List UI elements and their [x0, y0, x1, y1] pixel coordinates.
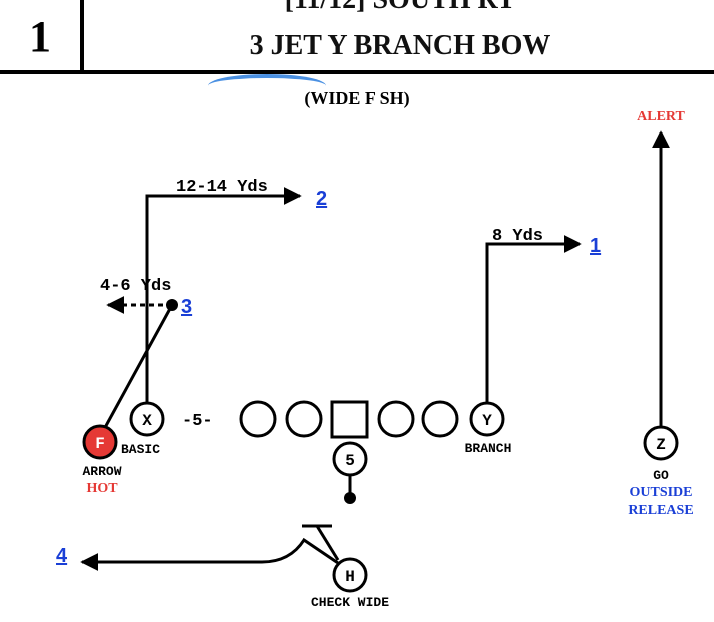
qb-player [332, 441, 368, 477]
z-route-name: GO [653, 468, 669, 483]
header-rule [0, 70, 714, 74]
y-player-label: Y [482, 412, 492, 430]
play-title-line1: [11/12] SOUTH RT [86, 0, 714, 16]
f-hot-tag: HOT [86, 481, 118, 496]
y-depth-label: 8 Yds [492, 227, 543, 246]
z-alert-label: ALERT [637, 109, 685, 124]
read-1: 1 [590, 235, 601, 257]
qb-drop-point [344, 492, 356, 504]
z-note-line2: RELEASE [628, 503, 693, 518]
read-2: 2 [316, 188, 327, 210]
f-player [82, 424, 118, 460]
right-tackle [421, 400, 459, 438]
x-route-line [145, 187, 302, 404]
f-route-name: ARROW [82, 464, 121, 479]
center [330, 400, 369, 439]
h-block-stem [315, 525, 340, 561]
header-divider [80, 0, 84, 72]
left-guard [285, 400, 323, 438]
qb-player-label: 5 [345, 452, 355, 470]
h-player [332, 557, 368, 593]
f-route-line [100, 304, 174, 434]
x-route-name: BASIC [121, 442, 160, 457]
f-break-point [166, 299, 178, 311]
highlight-underline [208, 74, 326, 88]
h-player-label: H [345, 568, 355, 586]
f-player-label: F [95, 435, 105, 453]
split-label: -5- [182, 412, 213, 431]
x-player [129, 401, 165, 437]
f-depth-label: 4-6 Yds [100, 277, 171, 296]
h-route-line [80, 537, 339, 571]
y-route-line [485, 235, 582, 404]
read-4: 4 [56, 545, 68, 567]
right-guard [377, 400, 415, 438]
left-tackle [239, 400, 277, 438]
y-route-name: BRANCH [465, 441, 512, 456]
z-note-line1: OUTSIDE [629, 485, 692, 500]
x-depth-label: 12-14 Yds [176, 178, 268, 197]
z-player [643, 425, 679, 461]
play-title-line2: 3 JET Y BRANCH BOW [249, 30, 551, 61]
z-player-label: Z [656, 436, 666, 454]
play-number: 1 [29, 11, 51, 61]
h-route-name: CHECK WIDE [311, 595, 389, 610]
formation-subtitle: (WIDE F SH) [304, 88, 410, 108]
x-player-label: X [142, 412, 152, 430]
read-3: 3 [181, 296, 192, 318]
y-player [469, 401, 505, 437]
